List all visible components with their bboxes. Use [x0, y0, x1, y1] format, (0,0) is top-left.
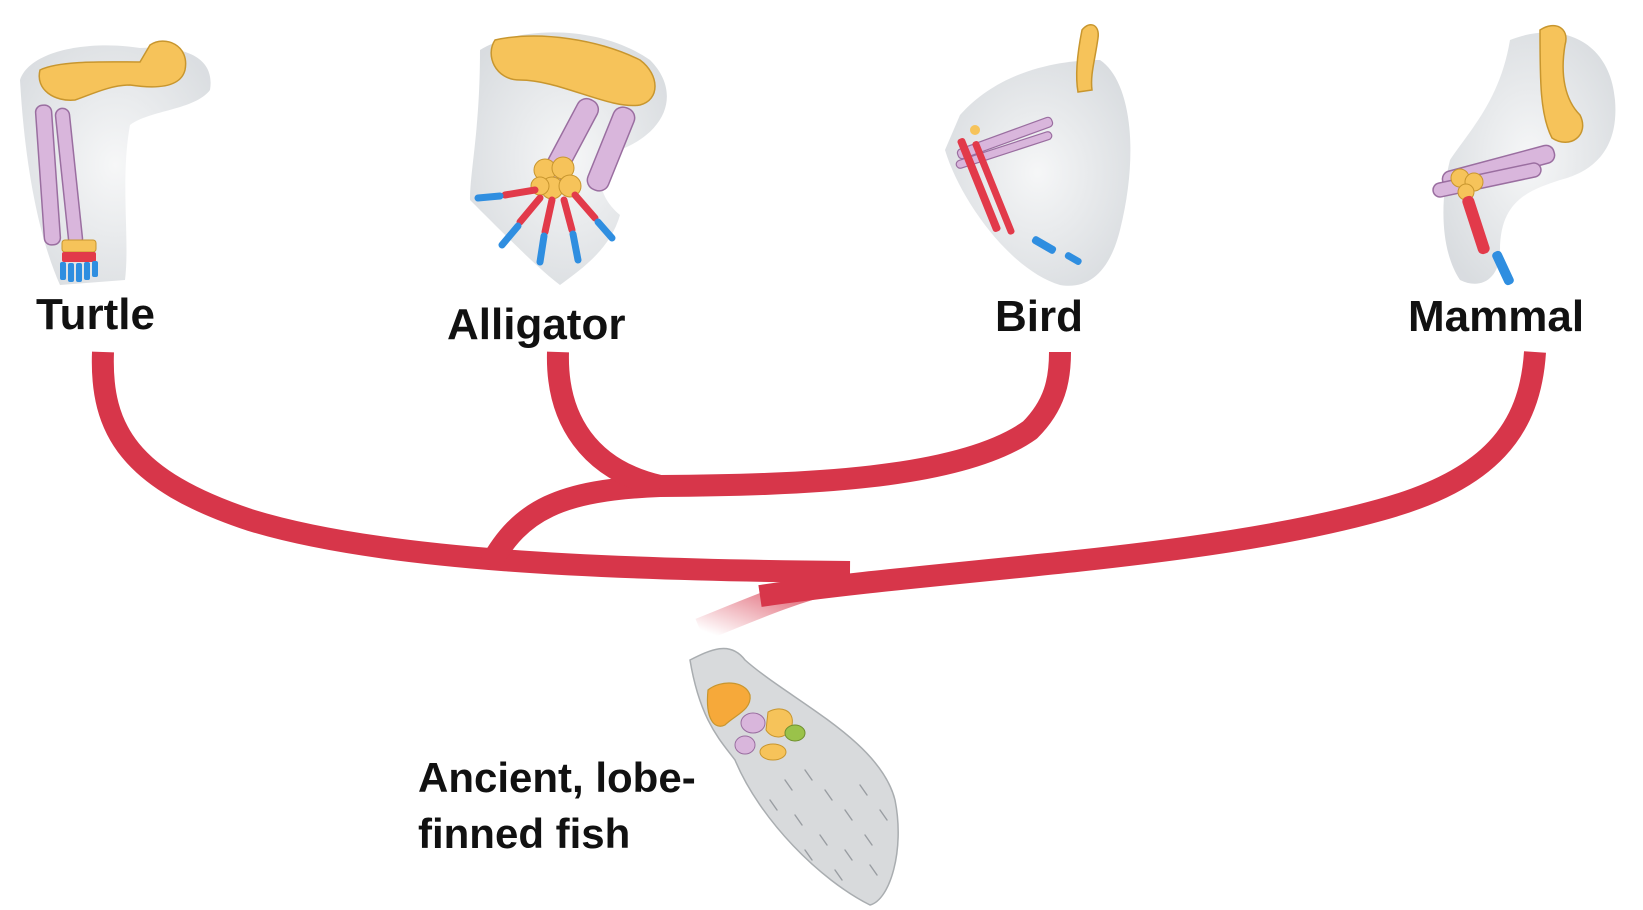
branch-alligator — [558, 352, 660, 486]
label-lobe-finned-fish: Ancient, lobe- finned fish — [418, 750, 738, 862]
branch-turtle — [103, 352, 850, 572]
branch-lines — [103, 352, 1535, 596]
bird-wing-icon — [945, 25, 1130, 286]
label-fish-line1: Ancient, lobe- — [418, 750, 738, 806]
label-fish-line2: finned fish — [418, 806, 738, 862]
turtle-forelimb-icon — [20, 41, 211, 285]
label-alligator: Alligator — [447, 303, 625, 347]
alligator-forelimb-icon — [470, 32, 667, 285]
label-bird: Bird — [995, 295, 1083, 339]
label-turtle: Turtle — [36, 293, 155, 337]
mammal-forelimb-icon — [1432, 26, 1616, 287]
label-mammal: Mammal — [1408, 295, 1584, 339]
branch-archosaur — [490, 352, 1060, 565]
